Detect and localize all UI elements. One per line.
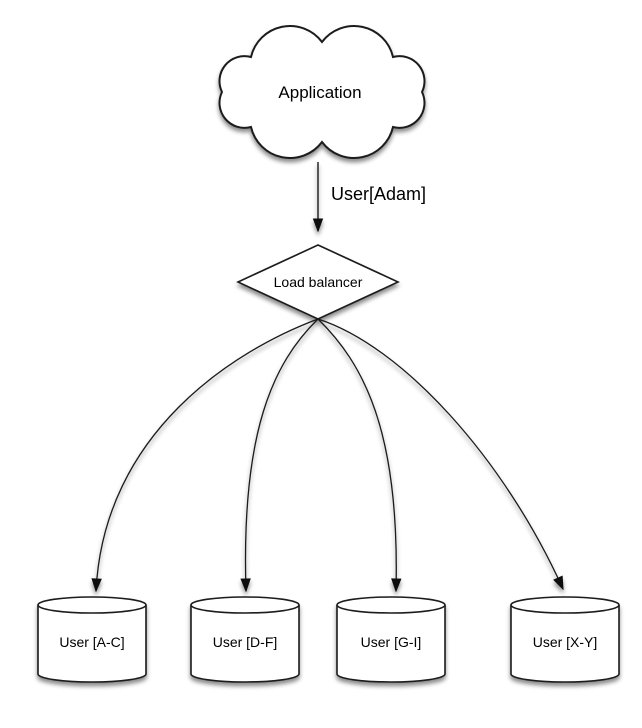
- edge-lb-to-shard-ac: [96, 318, 319, 591]
- load-balancer-label: Load balancer: [274, 274, 363, 290]
- application-cloud-shape: [218, 25, 426, 159]
- db-cylinder-shard-xy: [510, 596, 620, 683]
- shard-xy-label: User [X-Y]: [533, 634, 598, 650]
- db-cylinder-shard-df: [190, 596, 300, 683]
- cylinder-body: [510, 605, 620, 683]
- application-label: Application: [278, 83, 361, 102]
- cylinder-top: [190, 596, 300, 614]
- edge-label-user-adam: User[Adam]: [331, 184, 426, 204]
- edge-lb-to-shard-gi: [317, 318, 396, 591]
- shard-ac-label: User [A-C]: [59, 634, 124, 650]
- cylinder-body: [190, 605, 300, 683]
- shard-gi-label: User [G-I]: [361, 634, 422, 650]
- db-cylinder-shard-ac: [37, 596, 147, 683]
- cylinder-top: [510, 596, 620, 614]
- load-balancer-diamond-shape: [236, 244, 400, 320]
- cylinder-top: [336, 596, 446, 614]
- cylinder-top: [37, 596, 147, 614]
- edge-lb-to-shard-df: [245, 318, 319, 591]
- edge-lb-to-shard-xy: [317, 318, 564, 589]
- cylinder-body: [37, 605, 147, 683]
- db-cylinder-shard-gi: [336, 596, 446, 683]
- cylinder-body: [336, 605, 446, 683]
- shard-df-label: User [D-F]: [213, 634, 278, 650]
